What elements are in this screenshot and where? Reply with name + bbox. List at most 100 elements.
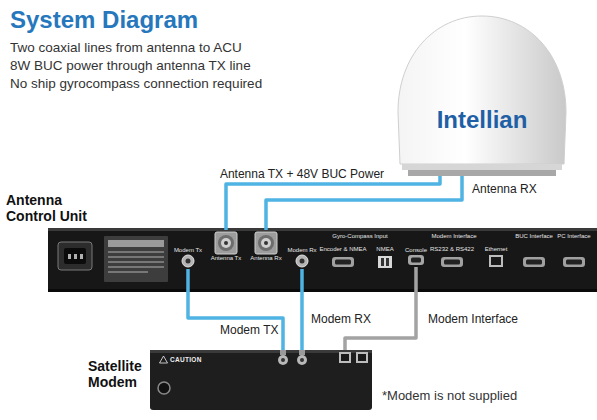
cable-label: Antenna TX + 48V BUC Power: [218, 167, 386, 181]
connector-flange: [255, 232, 277, 254]
node-label: Intellian: [437, 106, 528, 134]
cable-connector: [345, 267, 416, 350]
connector-socket: [526, 260, 542, 265]
switch-lever: [386, 258, 389, 266]
antenna-tx-port: Antenna Tx: [209, 230, 244, 263]
connector-body: [296, 255, 308, 267]
antenna-radome: Intellian: [394, 12, 570, 176]
antenna-rx-port: Antenna Rx: [248, 230, 283, 263]
f-connector-stub: [280, 350, 286, 355]
console-port: Console: [403, 246, 429, 267]
power-pin: [68, 254, 71, 259]
acu-rack: [48, 228, 597, 292]
f-connector: [278, 355, 288, 365]
jack-opening: [358, 354, 366, 361]
n-connector: [254, 231, 278, 255]
jack-opening: [341, 354, 349, 361]
cable-label: Modem TX: [218, 323, 280, 337]
connector-socket: [411, 258, 421, 263]
feature-note: No ship gyrocompass connection required: [10, 76, 262, 92]
f-connector-pin: [300, 358, 304, 362]
radome-outline: [394, 12, 570, 176]
ethernet-jack: [489, 255, 503, 267]
panel-group-label: Gyro-Compass Input: [332, 233, 387, 240]
panel-group-label: Modem Interface: [431, 233, 476, 240]
antenna-control-unit: Antenna Control UnitModem Tx Antenna Tx An…: [6, 192, 597, 292]
radome-shell: [398, 16, 566, 164]
cable-connector: [266, 176, 462, 230]
footnote: *Modem is not supplied: [382, 388, 517, 404]
connector-shell: [408, 255, 424, 265]
cable-label: Modem Interface: [426, 312, 520, 326]
pc-connector: [563, 257, 585, 267]
port-label: NMEA: [376, 246, 393, 253]
feature-note: Two coaxial lines from antenna to ACU: [10, 40, 242, 56]
modem-ethernet-jack: [356, 352, 368, 363]
serial-connector: [441, 257, 463, 267]
feature-note: 8W BUC power through antenna TX line: [10, 58, 251, 74]
jack-opening: [491, 257, 501, 265]
connector-ring: [261, 238, 271, 248]
f-connector: [295, 254, 309, 268]
caution-triangle: [160, 356, 168, 363]
f-connector-stub: [299, 350, 305, 355]
port-label: Encoder & NMEA: [319, 246, 366, 253]
connector-body: [258, 235, 274, 251]
sticker-band: [108, 240, 164, 247]
modem-ethernet-jack: [339, 352, 351, 363]
power-inlet: [58, 242, 92, 270]
node-label: Antenna Rx: [250, 255, 281, 262]
connector-socket: [335, 260, 351, 265]
d-sub-connector: [407, 254, 425, 266]
connector-ring: [221, 238, 231, 248]
node-label: Antenna Control Unit: [6, 192, 96, 224]
encoder-connector: [332, 257, 354, 267]
modem-tx-port: Modem Tx: [172, 246, 204, 269]
satellite-modem: Satellite Modem CAUTION: [86, 350, 372, 410]
sticker-line: [108, 256, 164, 258]
cable-connector: [300, 269, 304, 350]
connector-socket: [444, 260, 460, 265]
node-label: Antenna Tx: [211, 255, 242, 262]
connector-body: [218, 235, 234, 251]
connector-pin: [224, 241, 228, 245]
sticker-line: [108, 266, 164, 268]
sticker-line: [108, 251, 164, 253]
node-label: Modem Rx: [287, 247, 316, 254]
diagram-title: System Diagram: [10, 6, 198, 34]
f-connector: [297, 355, 307, 365]
cable-label: Antenna RX: [470, 182, 539, 196]
connector-pin: [264, 241, 268, 245]
node-label: Console: [405, 247, 427, 254]
modem-rx-port: Modem Rx: [285, 246, 318, 269]
radome-base-ring: [402, 164, 562, 170]
buc-connector: [523, 257, 545, 267]
sticker-line: [108, 261, 164, 263]
rack-top-edge: [48, 228, 597, 231]
f-connector: [181, 254, 195, 268]
connector-body: [182, 255, 194, 267]
nmea-switch: [378, 256, 392, 268]
cable-connector: [226, 176, 440, 230]
connector-socket: [566, 260, 582, 265]
cable-connector: [188, 269, 283, 350]
port-label: BUC Interface: [515, 233, 553, 240]
f-connector-pin: [281, 358, 285, 362]
node-note: CAUTION: [170, 356, 202, 364]
port-label: PC Interface: [557, 233, 590, 240]
modem-body: [150, 350, 372, 410]
node-label: Satellite Modem: [88, 358, 152, 390]
warning-sticker: [104, 236, 168, 282]
switch-lever: [381, 258, 384, 266]
power-pin: [80, 254, 83, 259]
node-label: Modem Tx: [174, 247, 202, 254]
radome-base: [408, 170, 556, 176]
modem-top-edge: [150, 350, 372, 353]
rack-bottom-edge: [48, 289, 597, 292]
power-pin: [74, 254, 77, 259]
connector-pin: [299, 259, 304, 264]
port-label: RS232 & RS422: [430, 246, 474, 253]
cable-label: Modem RX: [309, 312, 373, 326]
port-label: Ethernet: [485, 246, 508, 253]
